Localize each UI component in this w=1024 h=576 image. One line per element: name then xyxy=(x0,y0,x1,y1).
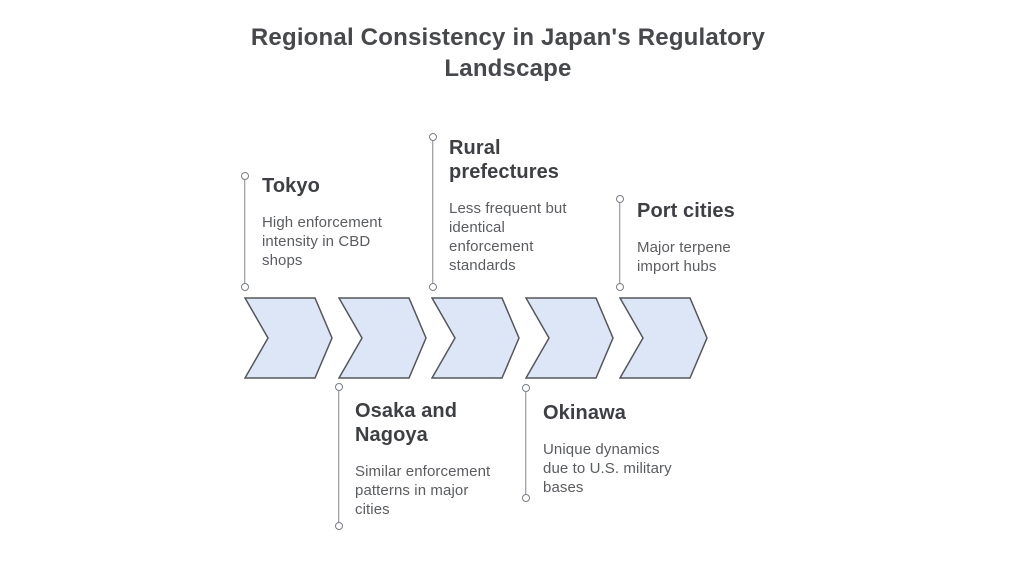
step-label-okinawa: Okinawa Unique dynamics due to U.S. mili… xyxy=(543,401,708,497)
connector-stem xyxy=(337,387,339,526)
step-description: High enforcement intensity in CBD shops xyxy=(262,214,382,269)
step-title: Okinawa xyxy=(543,402,626,424)
step-description: Less frequent but identical enforcement … xyxy=(449,200,567,274)
chevron-arrow-1 xyxy=(244,297,333,379)
step-description: Unique dynamics due to U.S. military bas… xyxy=(543,441,672,496)
connector-line-osaka-nagoya xyxy=(334,383,343,530)
connector-dot-top xyxy=(240,172,249,180)
connector-dot-top xyxy=(521,384,530,392)
connector-dot-top xyxy=(615,195,624,203)
connector-line-rural-prefectures xyxy=(428,133,437,291)
connector-line-okinawa xyxy=(521,384,530,502)
connector-dot-bottom xyxy=(521,494,530,502)
chevron-arrow-5 xyxy=(619,297,708,379)
step-title: Rural prefectures xyxy=(449,137,560,183)
connector-dot-top xyxy=(428,133,437,141)
step-label-tokyo: Tokyo High enforcement intensity in CBD … xyxy=(262,174,427,270)
step-label-rural-prefectures: Rural prefectures Less frequent but iden… xyxy=(449,136,614,275)
connector-stem xyxy=(618,199,620,287)
connector-stem xyxy=(243,176,245,287)
step-title: Osaka and Nagoya xyxy=(355,400,458,446)
step-description: Major terpene import hubs xyxy=(637,239,731,275)
connector-stem xyxy=(431,137,433,287)
page-title: Regional Consistency in Japan's Regulato… xyxy=(250,24,766,82)
connector-dot-bottom xyxy=(615,283,624,291)
connector-dot-bottom xyxy=(240,283,249,291)
connector-line-tokyo xyxy=(240,172,249,291)
step-title: Port cities xyxy=(637,200,735,222)
connector-stem xyxy=(524,388,526,498)
chevron-arrow-2 xyxy=(338,297,427,379)
chevron-arrow-3 xyxy=(431,297,520,379)
connector-dot-bottom xyxy=(428,283,437,291)
step-label-osaka-nagoya: Osaka and Nagoya Similar enforcement pat… xyxy=(355,399,520,519)
step-label-port-cities: Port cities Major terpene import hubs xyxy=(637,199,802,276)
step-description: Similar enforcement patterns in major ci… xyxy=(355,463,491,518)
chevron-arrow-4 xyxy=(525,297,614,379)
connector-dot-top xyxy=(334,383,343,391)
connector-dot-bottom xyxy=(334,522,343,530)
connector-line-port-cities xyxy=(615,195,624,291)
step-title: Tokyo xyxy=(262,175,320,197)
